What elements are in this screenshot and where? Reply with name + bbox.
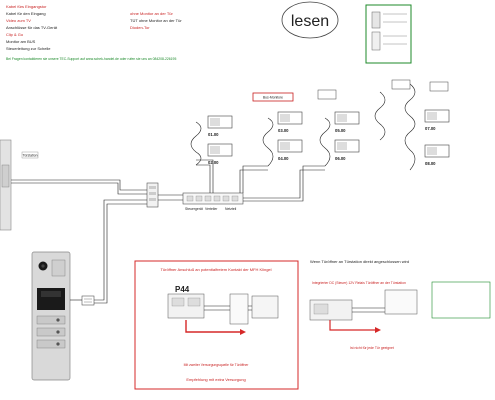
note-line-1: Kabel fürs Eingangstor — [6, 4, 47, 9]
svg-text:02.00: 02.00 — [208, 160, 219, 165]
svg-text:07.00: 07.00 — [425, 126, 436, 131]
svg-text:03.00: 03.00 — [278, 128, 289, 133]
door-opener-box-right: Wenn Türöffner an Türstation direkt ange… — [309, 259, 491, 350]
box-right-note2: Ist nicht für jede Tür geeignet — [350, 346, 394, 350]
note-line-9: TÜT ohne Monitor an der Tür — [130, 18, 182, 23]
svg-text:06.00: 06.00 — [335, 156, 346, 161]
box-right-title: Wenn Türöffner an Türstation direkt ange… — [310, 259, 409, 264]
svg-text:05.00: 05.00 — [335, 128, 346, 133]
svg-text:04.00: 04.00 — [278, 156, 289, 161]
svg-text:08.00: 08.00 — [425, 161, 436, 166]
contact-line: Bei Fragen kontaktieren sie unsere TEC-S… — [6, 57, 176, 61]
monitor-3: 03.00 — [277, 111, 303, 133]
box-left-title: Türöffner Anschluß an potentialfreiem Ko… — [160, 267, 271, 272]
bus-label-row: Steuergerät Verteiler Netzteil — [185, 207, 237, 211]
door-opener-box-left: Türöffner Anschluß an potentialfreiem Ko… — [134, 260, 299, 390]
monitor-group-label: Bus-Monitore — [252, 92, 294, 102]
monitor-6: 06.00 — [334, 139, 360, 161]
extra-unit-1 — [391, 79, 411, 90]
door-station-label: Türstation — [21, 151, 39, 159]
bus-distributor — [182, 192, 244, 205]
box-right-note1: Integrierter DC (Steuer) 12V Relais Türö… — [312, 281, 406, 285]
extra-unit-3 — [317, 89, 337, 100]
box-left-note1: Mit zweiter Versorgungsquelle für Türöff… — [184, 363, 250, 367]
svg-text:Türstation: Türstation — [22, 154, 37, 158]
note-line-4: Anschlüsse für das TV-Gerät — [6, 25, 58, 30]
monitor-2: 02.00 — [207, 143, 233, 165]
svg-text:Netzteil: Netzteil — [225, 207, 237, 211]
monitor-8: 08.00 — [424, 144, 450, 166]
note-line-3: Video zum TV — [6, 18, 31, 23]
wiring — [11, 83, 416, 304]
door-station-top — [0, 139, 12, 231]
controller-unit — [146, 182, 159, 208]
header-notes: Kabel fürs Eingangstor Kabel für den Ein… — [6, 4, 182, 61]
monitors: 01.00 02.00 03.00 04.00 05.00 06.00 — [207, 79, 450, 166]
monitor-7: 07.00 — [424, 109, 450, 131]
note-line-2: Kabel für den Eingang — [6, 11, 46, 16]
note-line-6: Monitor am BUS — [6, 39, 36, 44]
monitor-5: 05.00 — [334, 111, 360, 133]
monitor-1: 01.00 — [207, 115, 233, 137]
svg-text:Steuergerät: Steuergerät — [185, 207, 203, 211]
door-station-main — [31, 251, 71, 381]
svg-text:Verteiler: Verteiler — [205, 207, 218, 211]
svg-text:01.00: 01.00 — [208, 132, 219, 137]
note-line-8: ohne Monitor an der Tür — [130, 11, 174, 16]
note-line-10: Dioden-Tor — [130, 25, 150, 30]
note-line-7: Steuerleitung zur Schelle — [6, 46, 51, 51]
doorbell-thumbnail — [365, 4, 412, 64]
note-line-5: Clip & Go — [6, 32, 24, 37]
monitor-4: 04.00 — [277, 139, 303, 161]
main-station-connector — [81, 295, 95, 306]
extra-unit-2 — [429, 81, 449, 92]
lesen-button[interactable]: lesen — [281, 1, 339, 39]
box-left-note2: Empfehlung mit extra Versorgung — [186, 377, 245, 382]
svg-text:Bus-Monitore: Bus-Monitore — [263, 96, 283, 100]
lesen-label: lesen — [291, 13, 329, 30]
box-left-pin: P44 — [175, 285, 190, 294]
